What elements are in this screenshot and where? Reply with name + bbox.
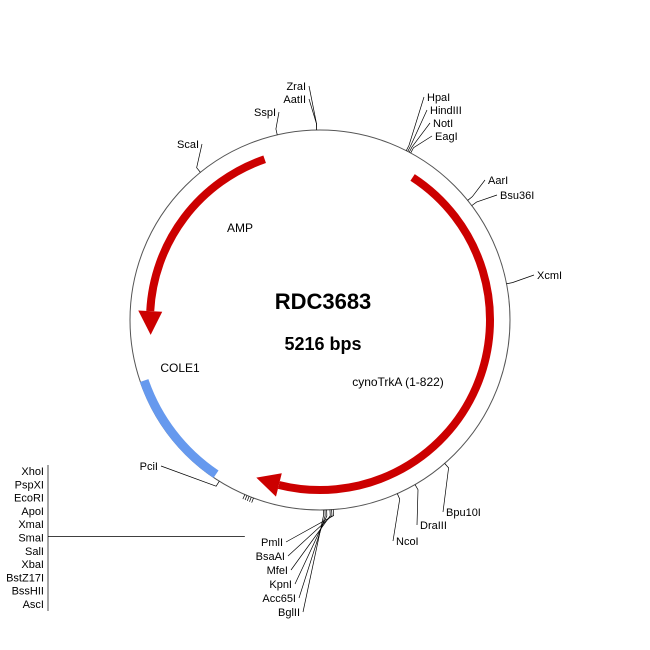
feature-cynotrka-1-822-arrowhead — [256, 473, 282, 497]
site-hindiii-tick — [407, 109, 428, 152]
site-ncoi-label: NcoI — [396, 536, 419, 548]
mcs-site-tick — [244, 495, 248, 501]
site-xcmi-tick — [506, 274, 535, 285]
site-sspi-tick — [275, 111, 280, 135]
site-scai-label: ScaI — [177, 139, 199, 151]
site-zrai-tick — [308, 85, 318, 131]
site-aatii-tick — [308, 98, 318, 131]
site-kpni-tick — [294, 509, 328, 585]
site-sali-label: SalI — [25, 546, 44, 558]
site-sspi-label: SspI — [254, 107, 276, 119]
site-bglii-tick — [302, 509, 324, 613]
site-hindiii-label: HindIII — [430, 105, 462, 117]
site-noti-label: NotI — [433, 118, 453, 130]
feature-cynotrka-1-822-label: cynoTrkA (1-822) — [352, 375, 444, 389]
site-zrai-label: ZraI — [286, 81, 306, 93]
plasmid-size: 5216 bps — [284, 334, 361, 354]
site-bsaai-tick — [287, 509, 333, 557]
site-xbai-label: XbaI — [21, 559, 44, 571]
site-hpai-label: HpaI — [427, 92, 450, 104]
site-pcii-tick — [160, 465, 220, 487]
site-pcii-label: PciI — [140, 461, 158, 473]
site-bglii-label: BglII — [278, 607, 300, 619]
site-bsaai-label: BsaAI — [256, 551, 285, 563]
site-aari-tick — [467, 179, 486, 201]
feature-amp-arc — [146, 155, 266, 312]
mcs-site-tick — [242, 494, 246, 500]
feature-amp-arrowhead — [138, 310, 163, 335]
site-xcmi-label: XcmI — [537, 270, 562, 282]
feature-cynotrka-1-822-arc — [277, 174, 494, 494]
site-mfei-tick — [290, 509, 331, 571]
mcs-site-tick — [246, 496, 250, 502]
site-noti-tick — [408, 122, 431, 153]
site-xhoi-label: XhoI — [21, 466, 44, 478]
site-kpni-label: KpnI — [269, 579, 292, 591]
site-eagi-label: EagI — [435, 131, 458, 143]
site-draiii-tick — [414, 484, 419, 526]
feature-amp-label: AMP — [227, 221, 253, 235]
site-aari-label: AarI — [488, 175, 508, 187]
site-hpai-tick — [405, 96, 425, 151]
site-bpu10i-label: Bpu10I — [446, 507, 481, 519]
plasmid-name: RDC3683 — [275, 289, 372, 314]
plasmid-backbone — [129, 129, 511, 511]
site-bsu36i-tick — [471, 194, 498, 206]
site-draiii-label: DraIII — [420, 520, 447, 532]
site-smai-label: SmaI — [18, 533, 44, 545]
site-ncoi-tick — [392, 493, 401, 542]
site-bsshii-label: BssHII — [12, 586, 44, 598]
feature-layer: AMP cynoTrkA (1-822) COLE1 — [138, 155, 494, 497]
site-bstz17i-label: BstZ17I — [6, 572, 44, 584]
feature-cole1-label: COLE1 — [160, 361, 200, 375]
site-xmai-label: XmaI — [18, 519, 44, 531]
site-scai-tick — [196, 143, 203, 173]
site-acc65i-tick — [298, 509, 326, 599]
site-acc65i-label: Acc65I — [262, 593, 296, 605]
site-bpu10i-tick — [442, 463, 449, 513]
site-pspxi-label: PspXI — [15, 479, 44, 491]
site-pmli-label: PmlI — [261, 537, 283, 549]
site-ecori-label: EcoRI — [14, 493, 44, 505]
mcs-site-tick — [251, 497, 254, 503]
site-apoi-label: ApoI — [21, 506, 44, 518]
mcs-site-tick — [249, 497, 252, 502]
site-bsu36i-label: Bsu36I — [500, 190, 534, 202]
feature-cole1-block — [139, 379, 219, 478]
site-aatii-label: AatII — [283, 94, 306, 106]
site-mfei-label: MfeI — [267, 565, 288, 577]
site-pmli-tick — [285, 509, 335, 543]
site-asci-label: AscI — [23, 599, 44, 611]
site-eagi-tick — [410, 135, 433, 154]
